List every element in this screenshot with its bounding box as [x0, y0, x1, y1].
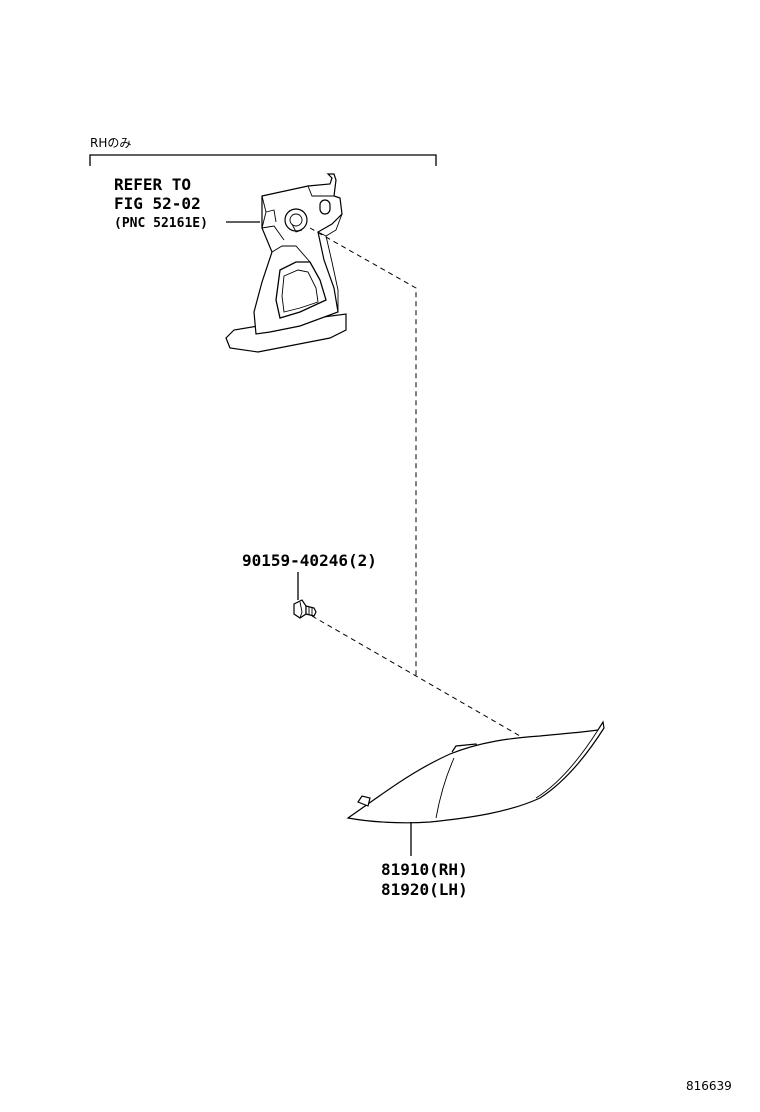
reference-line-1[interactable]: REFER TO: [114, 175, 191, 194]
bracket-icon: [225, 173, 347, 353]
bolt-part-number[interactable]: 90159-40246(2): [242, 551, 377, 570]
lamp-part-number-lh[interactable]: 81920(LH): [381, 880, 468, 899]
bolt-icon: [293, 599, 317, 619]
lamp-part-number-rh[interactable]: 81910(RH): [381, 860, 468, 879]
bolt-callout: 90159-40246(2): [242, 551, 377, 600]
lamp-assembly-icon: [346, 720, 605, 824]
reference-callout: REFER TO FIG 52-02 (PNC 52161E): [114, 175, 260, 231]
lamp-callout: 81910(RH) 81920(LH): [381, 822, 468, 899]
reference-line-2[interactable]: FIG 52-02: [114, 194, 201, 213]
rh-only-bracket: RHのみ: [89, 136, 437, 166]
scope-note: RHのみ: [90, 136, 131, 150]
illustration-id: 816639: [686, 1079, 732, 1093]
assembly-lines: [309, 227, 521, 737]
reference-line-3[interactable]: (PNC 52161E): [114, 216, 208, 231]
